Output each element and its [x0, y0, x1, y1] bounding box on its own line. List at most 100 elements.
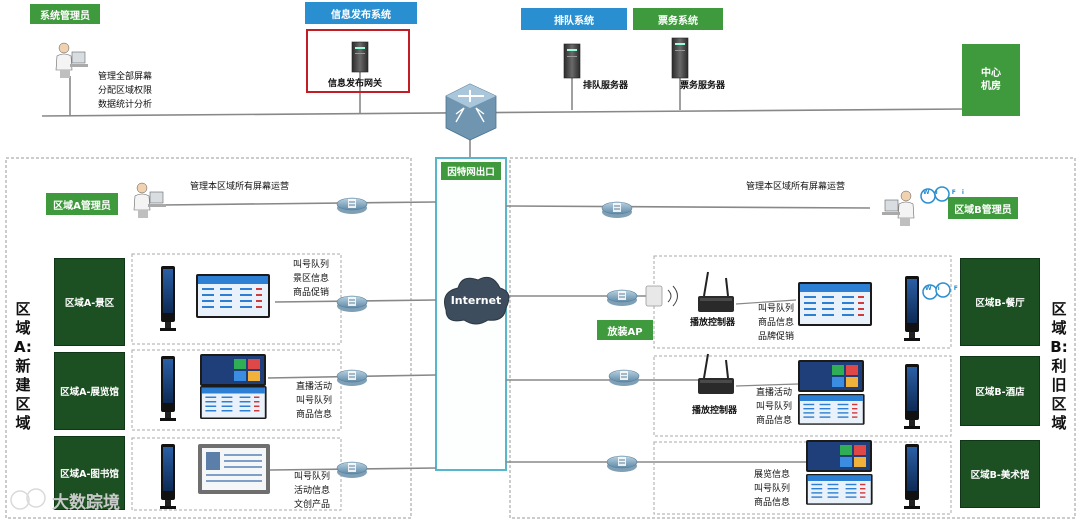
center-room-line-1: 中心	[981, 68, 1001, 79]
screen-b-restaurant	[798, 282, 872, 326]
region-b-title-char: B:	[1050, 338, 1068, 356]
gateway-server-icon	[351, 41, 369, 73]
screen-b-gallery	[806, 474, 873, 505]
b-hotel-line-2: 叫号队列	[756, 402, 793, 412]
region-b-admin-desc: 管理本区域所有屏幕运营	[746, 182, 846, 192]
sys-admin-label: 系统管理员	[30, 4, 100, 24]
zone-a-library: 区域A-图书馆	[54, 436, 125, 510]
screen-a-library	[198, 444, 270, 494]
switch-a-admin-icon	[336, 197, 368, 215]
wifi-label: Wi Fi	[923, 189, 970, 196]
a-library-line-1: 叫号队列	[294, 472, 331, 482]
a-exhibit-line-1: 直播活动	[296, 382, 333, 392]
region-a-title-char: 区	[15, 395, 31, 413]
kiosk-a-library	[160, 444, 176, 509]
kiosk-a-scenic	[160, 266, 176, 331]
watermark-text: 大数踪境	[52, 493, 120, 513]
zone-a-scenic: 区域A-景区	[54, 258, 125, 346]
switch-b-gallery-icon	[606, 455, 638, 473]
b-gallery-line-1: 展览信息	[754, 470, 791, 480]
ap-label: 放装AP	[597, 320, 653, 340]
center-room-line-2: 机房	[981, 81, 1001, 92]
sys-admin-desc-1: 管理全部屏幕	[98, 72, 153, 82]
region-b-vertical-title: 区 域 B: 利 旧 区 域	[1048, 300, 1070, 433]
queue-system-label: 排队系统	[521, 8, 627, 30]
region-a-title-char: 域	[15, 414, 31, 432]
a-exhibit-line-2: 叫号队列	[296, 396, 333, 406]
center-room-box: 中心 机房	[962, 44, 1020, 116]
screen-a-exhibit	[200, 386, 267, 419]
info-gateway-label: 信息发布网关	[328, 79, 383, 89]
player-label-2: 播放控制器	[692, 406, 738, 416]
player-label-1: 播放控制器	[690, 318, 736, 328]
switch-a-scenic-icon	[336, 295, 368, 313]
a-scenic-line-3: 商品促销	[293, 288, 330, 298]
zone-b-hotel: 区域B-酒店	[960, 356, 1040, 426]
region-a-title-char: 建	[15, 376, 31, 394]
queue-server-icon	[563, 43, 581, 79]
switch-a-exhibit-icon	[336, 369, 368, 387]
ap-device-icon	[645, 285, 678, 307]
b-restaurant-line-2: 商品信息	[758, 318, 795, 328]
region-b-title-char: 区	[1051, 300, 1067, 318]
region-a-title-char: 域	[15, 319, 31, 337]
ticket-server-label: 票务服务器	[680, 81, 726, 91]
kiosk-b-restaurant	[904, 276, 920, 341]
screen-a-scenic	[196, 274, 270, 318]
region-a-admin-label: 区域A管理员	[46, 193, 118, 215]
zone-a-exhibit: 区域A-展览馆	[54, 352, 125, 430]
region-a-title-char: A:	[14, 338, 32, 356]
b-restaurant-line-3: 品牌促销	[758, 332, 795, 342]
region-a-title-char: 新	[15, 357, 31, 375]
a-library-line-3: 文创产品	[294, 500, 331, 510]
kiosk-a-exhibit	[160, 356, 176, 421]
b-restaurant-line-1: 叫号队列	[758, 304, 795, 314]
region-b-title-char: 旧	[1051, 376, 1067, 394]
region-b-border	[509, 157, 1076, 519]
region-b-admin-label: 区域B管理员	[948, 197, 1018, 219]
region-a-vertical-title: 区 域 A: 新 建 区 域	[12, 300, 34, 433]
info-system-label: 信息发布系统	[305, 2, 417, 24]
kiosk-b-gallery	[904, 444, 920, 509]
region-b-title-char: 区	[1051, 395, 1067, 413]
a-library-line-2: 活动信息	[294, 486, 331, 496]
b-hotel-line-1: 直播活动	[756, 388, 793, 398]
player-controller-icon-1	[697, 271, 735, 313]
wifi-badge-icon	[920, 186, 950, 204]
screen2-a-exhibit	[200, 354, 266, 386]
a-exhibit-line-3: 商品信息	[296, 410, 333, 420]
sys-admin-desc-2: 分配区域权限	[98, 86, 153, 96]
b-hotel-line-3: 商品信息	[756, 416, 793, 426]
wifi-label-b1: Wi Fi	[925, 285, 972, 292]
screen-b-hotel	[798, 394, 865, 425]
internet-exit-label: 因特网出口	[441, 162, 501, 180]
region-b-title-char: 域	[1051, 319, 1067, 337]
player-controller-icon-2	[697, 353, 735, 395]
watermark-logo-icon	[10, 488, 46, 510]
zone-b-gallery: 区域B-美术馆	[960, 440, 1040, 508]
b-gallery-line-3: 商品信息	[754, 498, 791, 508]
switch-b-hotel-icon	[608, 369, 640, 387]
sys-admin-person-icon	[55, 42, 89, 79]
core-switch-icon	[445, 83, 497, 141]
ticket-server-icon	[671, 37, 689, 79]
switch-b-restaurant-icon	[606, 289, 638, 307]
a-scenic-line-1: 叫号队列	[293, 260, 330, 270]
backbone-line	[41, 108, 966, 117]
kiosk-b-hotel	[904, 364, 920, 429]
ticket-system-label: 票务系统	[633, 8, 723, 30]
sys-admin-desc-3: 数据统计分析	[98, 100, 153, 110]
region-a-admin-desc: 管理本区域所有屏幕运营	[190, 182, 290, 192]
zone-b-restaurant: 区域B-餐厅	[960, 258, 1040, 346]
internet-cloud-icon	[444, 276, 510, 325]
info-gateway-box	[306, 29, 410, 93]
internet-label: Internet	[450, 294, 502, 307]
switch-a-library-icon	[336, 461, 368, 479]
b-gallery-line-2: 叫号队列	[754, 484, 791, 494]
region-a-admin-icon	[133, 182, 167, 219]
region-b-title-char: 域	[1051, 414, 1067, 432]
region-b-admin-icon	[881, 190, 915, 227]
queue-server-label: 排队服务器	[583, 81, 629, 91]
